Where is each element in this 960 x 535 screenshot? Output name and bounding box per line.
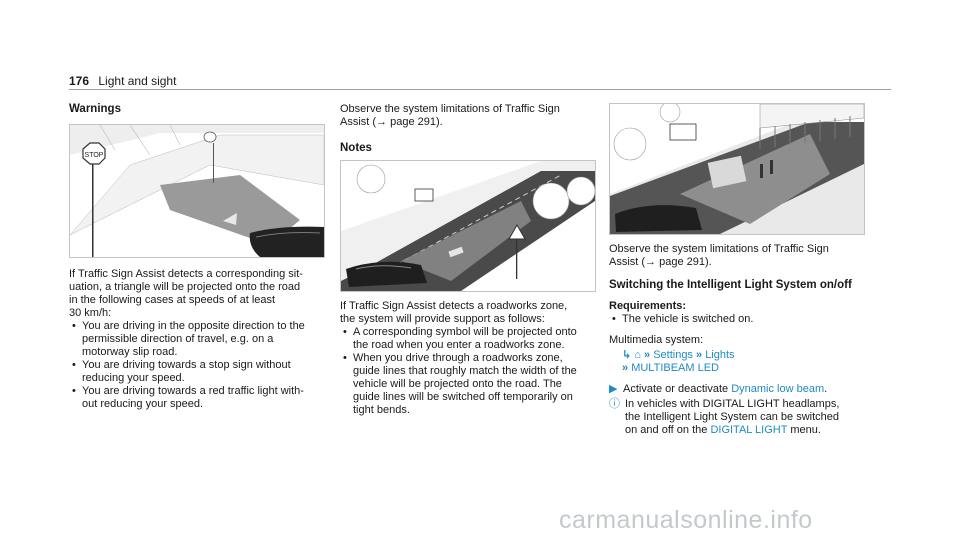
action-step: ▶ Activate or deactivate Dynamic low bea… <box>609 383 865 396</box>
list-item: You are driving towards a stop sign with… <box>69 359 325 385</box>
list-item-line: reducing your speed. <box>82 372 185 384</box>
multimedia-label: Multimedia system: <box>609 334 704 346</box>
col3-observe-line1: Observe the system limitations of Traffi… <box>609 243 829 255</box>
col1-intro-line3: in the following cases at speeds of at l… <box>69 294 276 306</box>
list-item-line: You are driving towards a red traffic li… <box>82 385 304 397</box>
list-item-line: the road when you enter a roadworks zone… <box>353 339 565 351</box>
action-period: . <box>824 383 828 395</box>
menu-path-2: » MULTIBEAM LED <box>609 362 865 375</box>
menu-settings[interactable]: Settings <box>653 349 693 361</box>
column-2: Observe the system limitations of Traffi… <box>340 103 596 155</box>
col1-intro-line1: If Traffic Sign Assist detects a corresp… <box>69 268 303 280</box>
list-item-line: When you drive through a roadworks zone, <box>353 352 563 364</box>
list-item-line: permissible direction of travel, e.g. on… <box>82 333 274 345</box>
dynamic-low-beam-option[interactable]: Dynamic low beam <box>731 383 825 395</box>
info-line: on and off on the DIGITAL LIGHT menu. <box>625 424 865 437</box>
list-item: When you drive through a roadworks zone,… <box>340 352 596 417</box>
switching-heading: Switching the Intelligent Light System o… <box>609 279 852 291</box>
notes-heading: Notes <box>340 142 372 154</box>
list-item-line: vehicle will be projected onto the road.… <box>353 378 562 390</box>
info-text: menu. <box>790 424 821 436</box>
home-icon[interactable]: ⌂ <box>634 349 641 361</box>
chevron-right-icon: » <box>644 349 651 361</box>
col1-intro-line4: 30 km/h: <box>69 307 112 319</box>
list-item: A corresponding symbol will be projected… <box>340 326 596 352</box>
requirement-item: The vehicle is switched on. <box>622 313 754 325</box>
figure-roadworks-projection <box>340 160 596 292</box>
chevron-right-icon: » <box>696 349 703 361</box>
col3-observe-line2: Assist (→ page 291). <box>609 256 712 268</box>
list-item-line: guide lines will be switched off tempora… <box>353 391 573 403</box>
info-note: ⓘ In vehicles with DIGITAL LIGHT headlam… <box>609 398 865 437</box>
list-item-line: guide lines that roughly match the width… <box>353 365 577 377</box>
list-item-line: motorway slip road. <box>82 346 178 358</box>
list-item: The vehicle is switched on. <box>609 313 865 326</box>
col2-observe-line2: Assist (→ page 291). <box>340 116 443 128</box>
section-title: Light and sight <box>98 74 177 88</box>
column-1: Warnings <box>69 103 325 116</box>
warnings-heading: Warnings <box>69 103 121 115</box>
col3-text: Observe the system limitations of Traffi… <box>609 243 865 437</box>
digital-light-menu-link[interactable]: DIGITAL LIGHT <box>710 424 788 436</box>
col2-observe-line1: Observe the system limitations of Traffi… <box>340 103 560 115</box>
menu-lights[interactable]: Lights <box>705 349 735 361</box>
action-text: Activate or deactivate <box>622 383 729 395</box>
watermark: carmanualsonline.info <box>559 506 813 534</box>
figure-roadworks-lights <box>609 103 865 235</box>
list-item-line: A corresponding symbol will be projected… <box>353 326 577 338</box>
list-item: You are driving in the opposite directio… <box>69 320 325 359</box>
requirements-heading: Requirements: <box>609 300 687 312</box>
col1-text: If Traffic Sign Assist detects a corresp… <box>69 268 325 411</box>
header-rule <box>69 89 891 90</box>
action-arrow-icon: ▶ <box>609 383 618 395</box>
list-item-line: tight bends. <box>353 404 410 416</box>
col1-intro-line2: uation, a triangle will be projected ont… <box>69 281 301 293</box>
col2-intro-line1: If Traffic Sign Assist detects a roadwor… <box>340 300 568 312</box>
info-line: In vehicles with DIGITAL LIGHT headlamps… <box>625 398 840 410</box>
figure-stop-sign-projection: STOP <box>69 124 325 258</box>
list-item: You are driving towards a red traffic li… <box>69 385 325 411</box>
list-item-line: You are driving in the opposite directio… <box>82 320 305 332</box>
stop-sign-text: STOP <box>85 152 104 159</box>
info-line: the Intelligent Light System can be swit… <box>625 411 840 423</box>
page-header: 176 Light and sight <box>69 74 176 88</box>
menu-multibeam[interactable]: MULTIBEAM LED <box>631 362 719 374</box>
page-number: 176 <box>69 74 90 88</box>
info-text: on and off on the <box>625 424 708 436</box>
list-item-line: You are driving towards a stop sign with… <box>82 359 291 371</box>
menu-path: ↳ ⌂ » Settings » Lights <box>609 349 865 362</box>
chevron-right-icon: » <box>622 362 629 374</box>
info-icon: ⓘ <box>609 398 620 410</box>
path-start-arrow-icon: ↳ <box>622 349 632 361</box>
col2-intro-line2: the system will provide support as follo… <box>340 313 545 325</box>
list-item-line: out reducing your speed. <box>82 398 204 410</box>
col2-text: If Traffic Sign Assist detects a roadwor… <box>340 300 596 417</box>
